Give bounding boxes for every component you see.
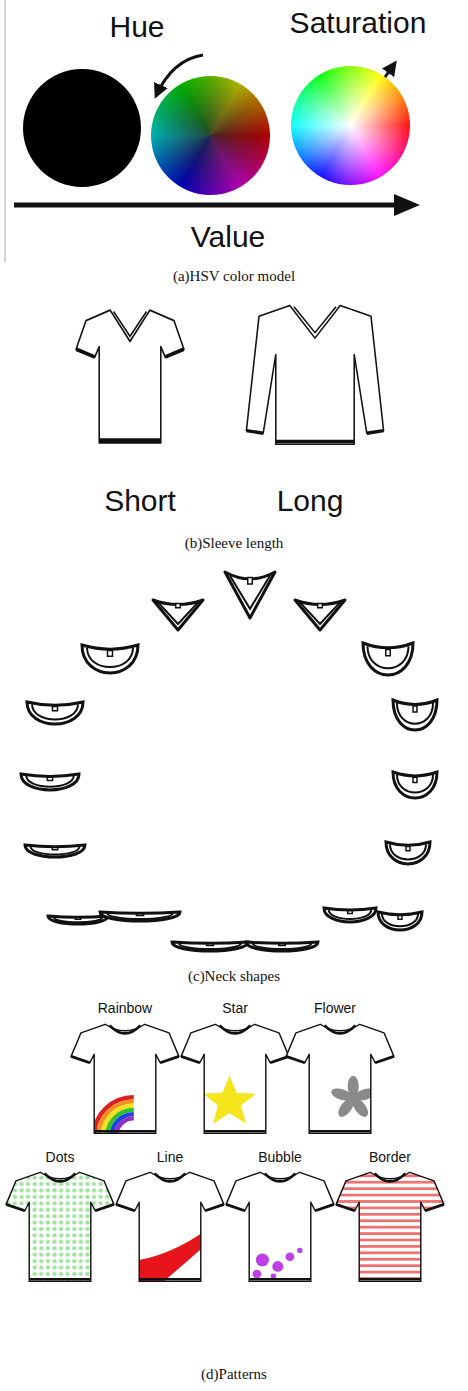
- short-sleeve-shirt: [76, 310, 184, 443]
- star-shirt: [181, 1024, 289, 1133]
- saturation-wheel: [291, 66, 410, 185]
- flower-shirt: [286, 1024, 394, 1133]
- value-arrow: [14, 203, 398, 208]
- shirt-label: Long: [277, 484, 344, 517]
- dots-shirt: [5, 1168, 115, 1286]
- border-shirt: [335, 1168, 445, 1286]
- sub-caption: (d)Patterns: [201, 1366, 267, 1383]
- long-sleeve-shirt: [246, 305, 383, 444]
- pattern-label: Line: [157, 1150, 183, 1165]
- bubble-shirt: [226, 1172, 334, 1281]
- sub-caption: (a)HSV color model: [173, 268, 295, 285]
- axis-label: Saturation: [290, 6, 427, 39]
- shirt-label: Short: [104, 484, 176, 517]
- pattern-label: Flower: [314, 1001, 356, 1016]
- pattern-label: Border: [369, 1150, 411, 1165]
- pattern-label: Bubble: [258, 1150, 302, 1165]
- axis-label: Hue: [109, 10, 164, 43]
- sub-caption: (c)Neck shapes: [188, 968, 280, 985]
- value-arrowhead: [394, 194, 420, 216]
- line-shirt: [116, 1172, 224, 1283]
- neck-shapes: [21, 572, 437, 951]
- pattern-label: Star: [222, 1001, 248, 1016]
- hue-wheel: [151, 76, 270, 195]
- black-circle: [23, 69, 141, 187]
- frame-line: [5, 0, 6, 262]
- sub-caption: (b)Sleeve length: [185, 535, 284, 552]
- axis-label: Value: [191, 220, 266, 253]
- pattern-label: Rainbow: [98, 1001, 152, 1016]
- rainbow-shirt: [71, 1024, 179, 1135]
- pattern-label: Dots: [46, 1150, 75, 1165]
